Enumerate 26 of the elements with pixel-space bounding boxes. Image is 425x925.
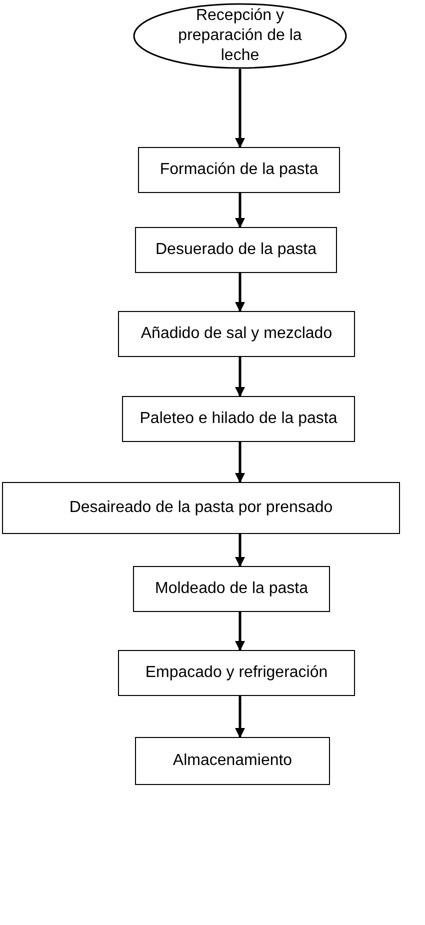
step-label: Desuerado de la pasta: [156, 240, 316, 260]
arrow: [235, 69, 245, 148]
step-label: Desaireado de la pasta por prensado: [69, 498, 333, 518]
process-box: [135, 737, 330, 785]
step-label: Recepción y preparación de la leche: [177, 6, 303, 66]
arrow: [235, 696, 245, 738]
process-box: [2, 482, 400, 534]
step-label: Empacado y refrigeración: [145, 663, 328, 683]
step-label: Paleteo e hilado de la pasta: [140, 409, 338, 429]
step-label: Almacenamiento: [172, 751, 292, 771]
process-box: [118, 650, 355, 696]
step-label: Formación de la pasta: [160, 160, 318, 180]
process-box: [135, 227, 337, 273]
arrow: [235, 193, 245, 228]
step-label: Añadido de sal y mezclado: [140, 324, 332, 344]
arrow: [235, 357, 245, 397]
arrow: [235, 442, 245, 483]
process-box: [118, 311, 355, 357]
arrow: [235, 534, 245, 567]
arrow: [235, 612, 245, 651]
process-box: [133, 566, 330, 612]
arrow: [235, 273, 245, 312]
step-label: Moldeado de la pasta: [155, 579, 308, 599]
start-ellipse: [133, 3, 347, 69]
process-box: [122, 396, 355, 442]
process-box: [138, 147, 340, 193]
